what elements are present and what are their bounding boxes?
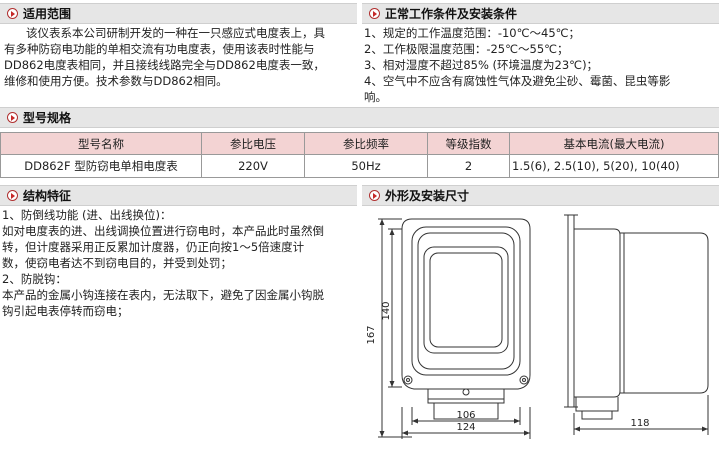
table-cell: 1.5(6), 2.5(10), 5(20), 10(40)	[509, 154, 719, 178]
table-row: DD862F 型防窃电单相电度表 220V 50Hz 2 1.5(6), 2.5…	[0, 154, 719, 178]
meter-window	[423, 246, 509, 354]
dimension-label-height-outer: 167	[366, 325, 377, 344]
section-header-scope: 适用范围	[0, 3, 357, 24]
scope-line: DD862电度表相同，并且接线线路完全与DD862电度表一致，	[4, 58, 325, 72]
meter-front-outline	[401, 218, 531, 390]
structure-line: 1、防倒线功能 (进、出线换位)：	[2, 208, 172, 222]
section-title-structure: 结构特征	[23, 189, 72, 203]
model-spec-table: 型号名称 参比电压 参比频率 等级指数 基本电流(最大电流) DD862F 型防…	[0, 132, 719, 178]
mounting-hole	[406, 378, 410, 382]
terminal-block	[427, 389, 505, 404]
table-header-cell: 等级指数	[427, 132, 510, 155]
section-header-model: 型号规格	[0, 107, 719, 128]
table-cell: 2	[427, 154, 510, 178]
structure-line: 本产品的金属小钩连接在表内，无法取下，避免了因金属小钩脱	[2, 288, 324, 302]
meter-side-body	[574, 228, 621, 398]
conditions-line: 1、规定的工作温度范围：-10℃～45℃；	[364, 26, 581, 40]
meter-front-frame	[417, 232, 515, 370]
meter-window-inner	[429, 252, 503, 348]
conditions-line: 3、相对湿度不超过85% (环境温度为23℃)；	[364, 58, 599, 72]
structure-line: 如对电度表的进、出线调换位置进行窃电时，本产品此时虽然倒	[2, 224, 324, 238]
dimension-label-height-inner: 140	[381, 301, 392, 320]
meter-side-cover	[620, 232, 709, 394]
structure-paragraph: 1、防倒线功能 (进、出线换位)： 如对电度表的进、出线调换位置进行窃电时，本产…	[2, 207, 324, 319]
mounting-hole	[403, 375, 413, 385]
arrow-bullet-icon	[369, 8, 380, 19]
section-title-conditions: 正常工作条件及安装条件	[385, 7, 518, 21]
structure-line: 数，使窃电者达不到窃电目的，并受到处罚；	[2, 256, 232, 270]
dimension-label-depth: 118	[630, 418, 649, 429]
dimension-label-width-outer: 124	[456, 422, 475, 433]
scope-line: 有多种防窃电功能的单相交流有功电度表，使用该表时性能与	[4, 42, 315, 56]
structure-line: 2、防脱钩：	[2, 272, 67, 286]
section-title-scope: 适用范围	[23, 7, 72, 21]
arrow-bullet-icon	[369, 190, 380, 201]
scope-line: 该仪表系本公司研制开发的一种在一只感应式电度表上，具	[26, 26, 325, 40]
terminal-cover	[433, 403, 499, 420]
table-cell: DD862F 型防窃电单相电度表	[0, 154, 202, 178]
dimension-drawing: 167 140 106 124 118	[366, 214, 709, 439]
meter-side-back-plate	[567, 215, 575, 407]
table-header-cell: 参比电压	[201, 132, 305, 155]
table-cell: 50Hz	[304, 154, 428, 178]
table-header-cell: 基本电流(最大电流)	[509, 132, 719, 155]
arrow-bullet-icon	[7, 8, 18, 19]
conditions-line: 2、工作极限温度范围：-25℃～55℃；	[364, 42, 569, 56]
terminal-screw	[462, 388, 470, 396]
table-header-cell: 型号名称	[0, 132, 202, 155]
mounting-hole	[519, 375, 529, 385]
meter-front-frame	[411, 226, 521, 376]
conditions-line: 响。	[364, 90, 387, 104]
scope-line: 维修和使用方便。技术参数与DD862相同。	[4, 74, 228, 88]
conditions-paragraph: 1、规定的工作温度范围：-10℃～45℃； 2、工作极限温度范围：-25℃～55…	[364, 25, 670, 105]
structure-line: 转，但计度器采用正反累加计度器，仍正向按1～5倍速度计	[2, 240, 305, 254]
structure-line: 钩引起电表停转而窃电；	[2, 304, 129, 318]
section-title-dimensions: 外形及安装尺寸	[385, 189, 470, 203]
arrow-bullet-icon	[7, 190, 18, 201]
table-header-row: 型号名称 参比电压 参比频率 等级指数 基本电流(最大电流)	[0, 132, 719, 155]
section-header-conditions: 正常工作条件及安装条件	[362, 3, 719, 24]
table-header-cell: 参比频率	[304, 132, 428, 155]
meter-side-base	[575, 397, 619, 412]
dimension-label-width-inner: 106	[456, 410, 475, 421]
conditions-line: 4、空气中不应含有腐蚀性气体及避免尘砂、霉菌、昆虫等影	[364, 74, 671, 88]
section-header-structure: 结构特征	[0, 185, 357, 206]
section-title-model: 型号规格	[23, 111, 72, 125]
arrow-bullet-icon	[7, 112, 18, 123]
mounting-hole	[522, 378, 526, 382]
table-cell: 220V	[201, 154, 305, 178]
scope-paragraph: 该仪表系本公司研制开发的一种在一只感应式电度表上，具 有多种防窃电功能的单相交流…	[4, 25, 325, 89]
section-header-dimensions: 外形及安装尺寸	[362, 185, 719, 206]
